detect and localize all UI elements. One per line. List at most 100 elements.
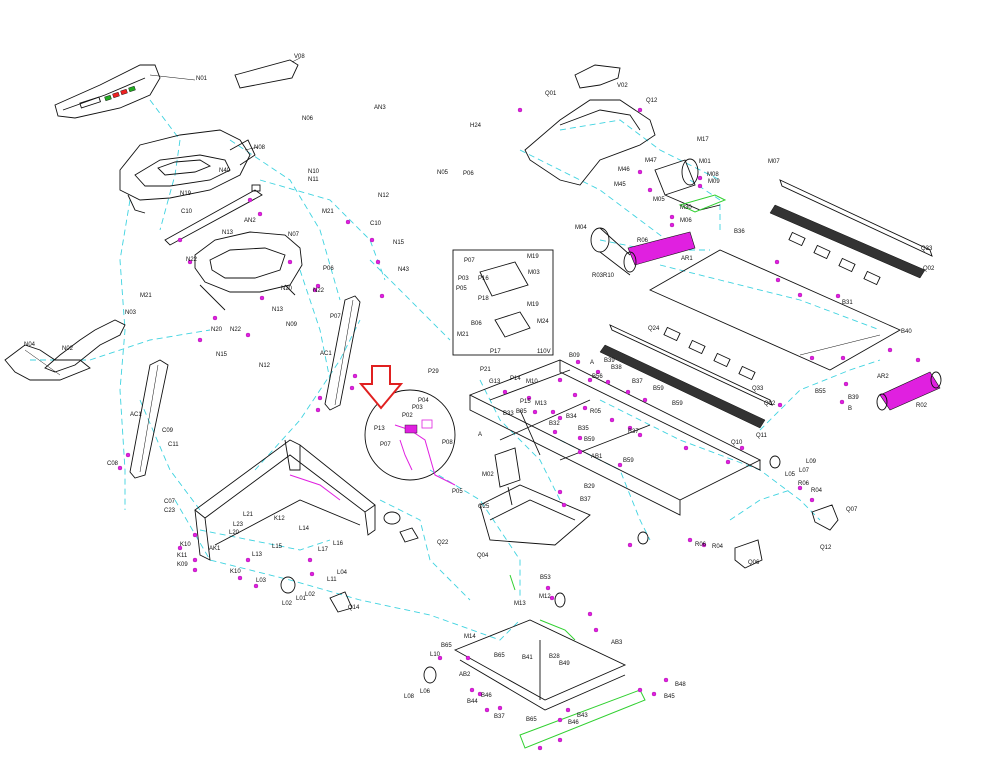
part-label-b39b: B39: [848, 395, 859, 401]
bolt-marker: [697, 175, 703, 181]
part-label-m05: M05: [653, 197, 665, 203]
part-label-p29: P29: [428, 369, 439, 375]
part-label-p15: P15: [520, 399, 531, 405]
part-label-c08: C08: [107, 461, 119, 467]
part-label-m21c: M21: [140, 293, 152, 299]
bolt-marker: [312, 287, 318, 293]
part-label-q07: Q07: [846, 507, 858, 513]
part-label-k09: K09: [177, 562, 188, 568]
bolt-marker: [212, 315, 218, 321]
part-label-b37c: B37: [580, 497, 591, 503]
inset-title: 110V: [537, 349, 551, 355]
bolt-marker: [550, 409, 556, 415]
part-label-b56: B56: [592, 374, 603, 380]
part-label-m13: M13: [535, 401, 547, 407]
part-label-m19b: M19: [527, 302, 539, 308]
part-label-l09: L09: [806, 459, 817, 465]
part-label-h24: H24: [470, 123, 482, 129]
part-label-c11: C11: [168, 442, 179, 448]
part-label-l04: L04: [337, 570, 348, 576]
bolt-marker: [637, 432, 643, 438]
side-rail-q33-top: [769, 179, 933, 286]
part-label-ab2: AB2: [459, 672, 471, 678]
bolt-marker: [345, 219, 351, 225]
part-label-ab3: AB3: [611, 640, 623, 646]
bolt-marker: [237, 575, 243, 581]
part-label-ar2: AR2: [877, 374, 889, 380]
bolt-marker: [739, 445, 745, 451]
rear-roller-r02: [876, 371, 942, 411]
part-label-r06a: R06: [637, 238, 649, 244]
part-label-k11: K11: [177, 553, 188, 559]
part-label-m21a: M21: [322, 209, 334, 215]
bolt-marker: [839, 399, 845, 405]
part-label-ac1a: AC1: [320, 351, 332, 357]
part-label-l20: L20: [229, 530, 240, 536]
part-label-c10a: C10: [181, 209, 193, 215]
part-label-k12: K12: [274, 516, 285, 522]
bolt-marker: [532, 409, 538, 415]
part-label-b40: B40: [901, 329, 912, 335]
console-housing-n06: [119, 129, 259, 214]
part-label-n08: N08: [254, 145, 266, 151]
part-label-c23: C23: [164, 508, 176, 514]
drive-motor-m01: [654, 158, 727, 213]
part-label-b46a: B46: [481, 693, 492, 699]
bolt-marker: [595, 369, 601, 375]
bolt-marker: [375, 259, 381, 265]
part-label-q12a: Q12: [646, 98, 658, 104]
bolt-marker: [835, 293, 841, 299]
part-label-m09: M09: [708, 179, 720, 185]
part-label-n02: N02: [62, 346, 74, 352]
part-label-q12b: Q12: [820, 545, 832, 551]
part-label-l16: L16: [333, 541, 344, 547]
part-label-b41: B41: [522, 655, 533, 661]
bolt-marker: [587, 377, 593, 383]
part-label-an2: AN2: [244, 218, 256, 224]
part-label-n13a: N13: [222, 230, 234, 236]
part-label-p07a: P07: [464, 258, 475, 264]
part-label-l01: L01: [296, 596, 307, 602]
part-label-p02: P02: [402, 413, 413, 419]
part-label-p03a: P03: [458, 276, 469, 282]
part-label-k10a: K10: [180, 542, 191, 548]
bolt-marker: [577, 435, 583, 441]
bolt-marker: [701, 542, 707, 548]
part-label-b43: B43: [577, 713, 588, 719]
part-label-l02b: L02: [305, 592, 316, 598]
part-label-r03: R03: [592, 273, 604, 279]
bolt-marker: [669, 222, 675, 228]
part-label-b38: B38: [611, 365, 622, 371]
part-label-b33: B33: [503, 411, 514, 417]
bolt-marker: [663, 677, 669, 683]
part-label-b49: B49: [559, 661, 570, 667]
bolt-marker: [192, 532, 198, 538]
bolt-marker: [469, 687, 475, 693]
bolt-marker: [315, 283, 321, 289]
part-label-p04: P04: [418, 398, 429, 404]
incline-motor-m02: [494, 447, 521, 506]
part-label-b09: B09: [569, 353, 580, 359]
bolt-marker: [315, 407, 321, 413]
base-frame-left: [194, 439, 376, 561]
part-label-p06b: P06: [323, 266, 334, 272]
front-roller-assembly: [590, 227, 696, 276]
part-label-n10: N10: [308, 169, 320, 175]
part-label-ar1: AR1: [681, 256, 693, 262]
part-label-p03b: P03: [412, 405, 423, 411]
part-label-r10: R10: [603, 273, 615, 279]
part-label-n20a: N20: [281, 286, 293, 292]
bolt-marker: [627, 542, 633, 548]
part-label-n05: N05: [437, 170, 449, 176]
part-label-b06: B06: [471, 321, 482, 327]
part-label-m08: M08: [707, 172, 719, 178]
part-label-b65a: B65: [441, 643, 452, 649]
part-label-q11: Q11: [756, 433, 768, 439]
part-label-n06: N06: [302, 116, 314, 122]
bolt-marker: [557, 377, 563, 383]
bolt-marker: [915, 357, 921, 363]
bolt-marker: [557, 717, 563, 723]
side-rails-left: [4, 319, 126, 381]
running-deck-b31: [649, 249, 901, 371]
